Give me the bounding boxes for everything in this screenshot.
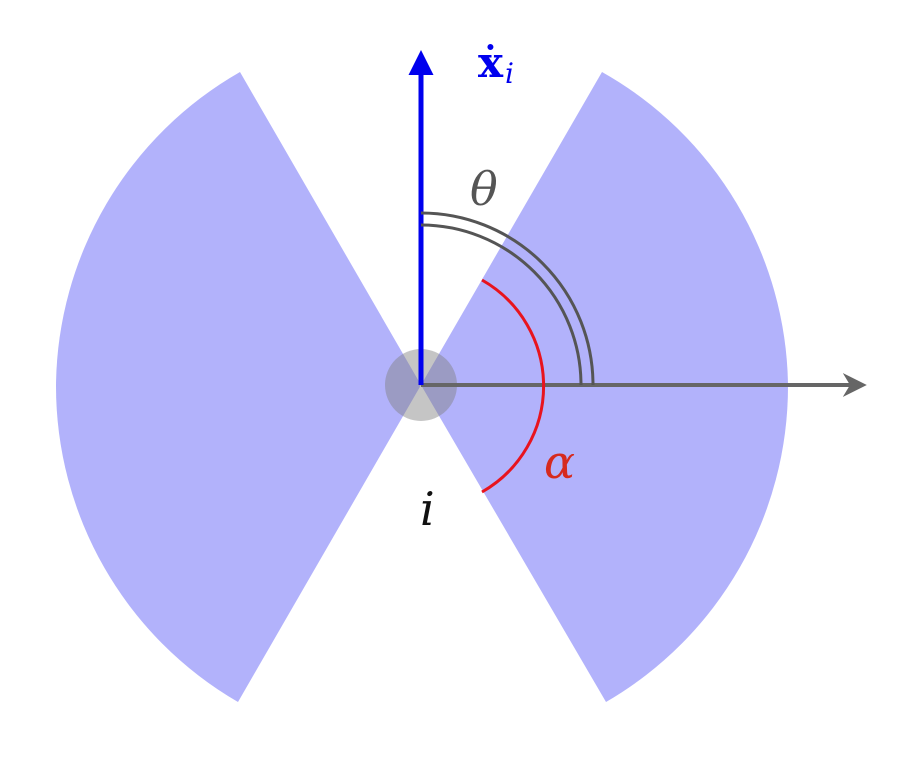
alpha-arc — [481, 278, 546, 494]
agent-label: i — [420, 482, 435, 536]
velocity-label: ẋi — [478, 38, 514, 90]
theta-arc-inner — [420, 223, 583, 386]
theta-label: θ — [470, 162, 498, 216]
theta-arc-outer — [420, 211, 595, 386]
alpha-label: α — [544, 435, 575, 489]
left-perception-sector — [55, 72, 421, 702]
